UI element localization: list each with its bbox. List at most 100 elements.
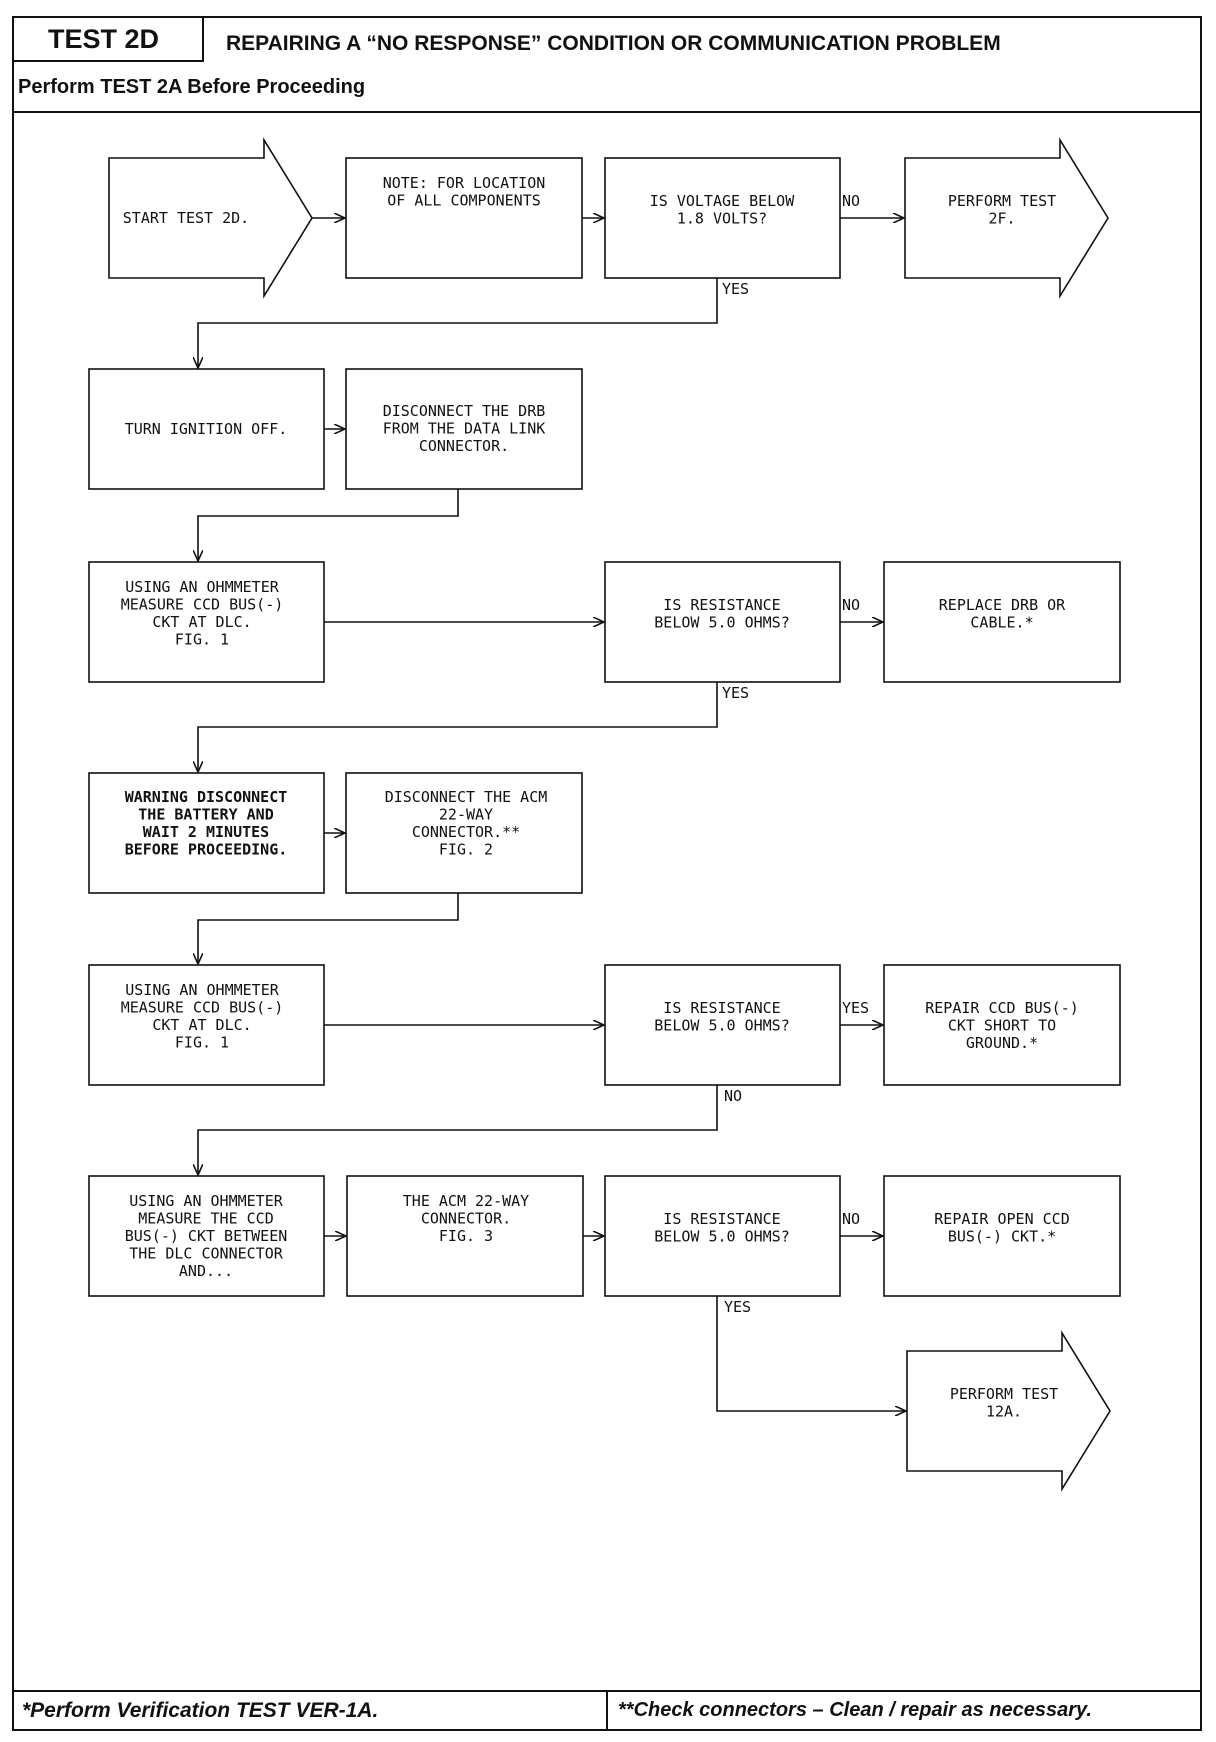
node-text-line: DISCONNECT THE DRB (383, 402, 546, 420)
node-text-line: IS VOLTAGE BELOW (650, 192, 795, 210)
footer-divider (606, 1690, 608, 1731)
node-text-line: REPLACE DRB OR (939, 596, 1066, 614)
replace-drb-box (883, 561, 1121, 683)
node-text-line: MEASURE THE CCD (138, 1210, 273, 1228)
node-text-line: BELOW 5.0 OHMS? (654, 1228, 789, 1246)
start-text: START TEST 2D. (123, 209, 249, 227)
node-text-line: CKT SHORT TO (948, 1017, 1056, 1035)
resistance-1-question-box (604, 561, 841, 683)
node-text-line: WARNING DISCONNECT (125, 788, 288, 806)
node-text-line: BUS(-) CKT BETWEEN (125, 1227, 288, 1245)
label-voltage-no: NO (842, 192, 860, 210)
label-res3-yes: YES (724, 1298, 751, 1316)
node-text-line: IS RESISTANCE (663, 596, 780, 614)
start-arrow-shape (108, 137, 313, 299)
node-text-line: 12A. (986, 1403, 1022, 1421)
node-text-line: GROUND.* (966, 1034, 1038, 1052)
node-text-line: OF ALL COMPONENTS (387, 192, 541, 210)
node-text-line: START TEST 2D. (123, 209, 249, 227)
repair-short-box (883, 964, 1121, 1086)
edge-res3-yes (716, 1296, 906, 1411)
test-id: TEST 2D (48, 24, 160, 54)
node-text-line: PERFORM TEST (950, 1385, 1058, 1403)
label-res2-yes: YES (842, 999, 869, 1017)
node-text-line: REPAIR OPEN CCD (934, 1210, 1069, 1228)
node-text-line: IS RESISTANCE (663, 999, 780, 1017)
resistance-3-question-box (604, 1175, 841, 1297)
node-text-line: THE ACM 22-WAY (403, 1192, 529, 1210)
ignition-off-box (88, 368, 325, 490)
perform-2f-arrow-shape (904, 137, 1109, 299)
page-title: REPAIRING A “NO RESPONSE” CONDITION OR C… (226, 32, 1001, 55)
measure-3-box (88, 1175, 325, 1297)
node-text-line: MEASURE CCD BUS(-) (121, 596, 284, 614)
label-res1-no: NO (842, 596, 860, 614)
node-text-line: CABLE.* (970, 614, 1033, 632)
resistance-2-question-box (604, 964, 841, 1086)
edge-res2-no (198, 1085, 718, 1175)
node-text-line: DISCONNECT THE ACM (385, 788, 548, 806)
node-text-line: MEASURE CCD BUS(-) (121, 999, 284, 1017)
node-text-line: USING AN OHMMETER (125, 981, 279, 999)
node-text-line: 22-WAY (439, 806, 493, 824)
node-text-line: PERFORM TEST (948, 192, 1056, 210)
node-text-line: 2F. (988, 210, 1015, 228)
node-text-line: BELOW 5.0 OHMS? (654, 614, 789, 632)
disconnect-acm-box (345, 772, 583, 894)
footer-left-note: *Perform Verification TEST VER-1A. (22, 1699, 379, 1722)
node-text-line: NOTE: FOR LOCATION (383, 174, 546, 192)
label-res2-no: NO (724, 1087, 742, 1105)
label-res3-no: NO (842, 1210, 860, 1228)
voltage-question-box (604, 157, 841, 279)
node-text-line: FIG. 1 (175, 1034, 229, 1052)
ignition-off-text: TURN IGNITION OFF. (125, 420, 288, 438)
edge-acm-measure2 (198, 893, 459, 964)
node-text-line: USING AN OHMMETER (125, 578, 279, 596)
header-divider-vertical (202, 16, 204, 61)
warning-box (88, 772, 325, 894)
node-text-line: CKT AT DLC. (152, 613, 251, 631)
prerequisite-note: Perform TEST 2A Before Proceeding (18, 76, 366, 98)
node-text-line: BUS(-) CKT.* (948, 1228, 1056, 1246)
node-text-line: THE DLC CONNECTOR (129, 1245, 283, 1263)
node-text-line: CKT AT DLC. (152, 1016, 251, 1034)
node-text-line: WAIT 2 MINUTES (143, 823, 269, 841)
perform-12a-arrow-shape (906, 1330, 1111, 1492)
node-text-line: BEFORE PROCEEDING. (125, 841, 288, 859)
edge-res1-yes (198, 682, 718, 772)
node-text-line: CONNECTOR. (419, 437, 509, 455)
node-text-line: FIG. 2 (439, 841, 493, 859)
note-box (345, 157, 583, 279)
label-res1-yes: YES (722, 684, 749, 702)
header-divider-test-id (12, 60, 204, 62)
node-text-line: CONNECTOR. (421, 1210, 511, 1228)
edge-voltage-yes (198, 278, 718, 368)
acm-connector-box (346, 1175, 584, 1297)
edge-drb-measure1 (198, 489, 459, 561)
node-text-line: 1.8 VOLTS? (677, 210, 767, 228)
node-text-line: FROM THE DATA LINK (383, 420, 546, 438)
header-bottom-rule (12, 111, 1202, 113)
node-text-line: AND... (179, 1262, 233, 1280)
node-text-line: REPAIR CCD BUS(-) (925, 999, 1079, 1017)
node-text-line: IS RESISTANCE (663, 1210, 780, 1228)
measure-1-box (88, 561, 325, 683)
node-text-line: THE BATTERY AND (138, 806, 273, 824)
